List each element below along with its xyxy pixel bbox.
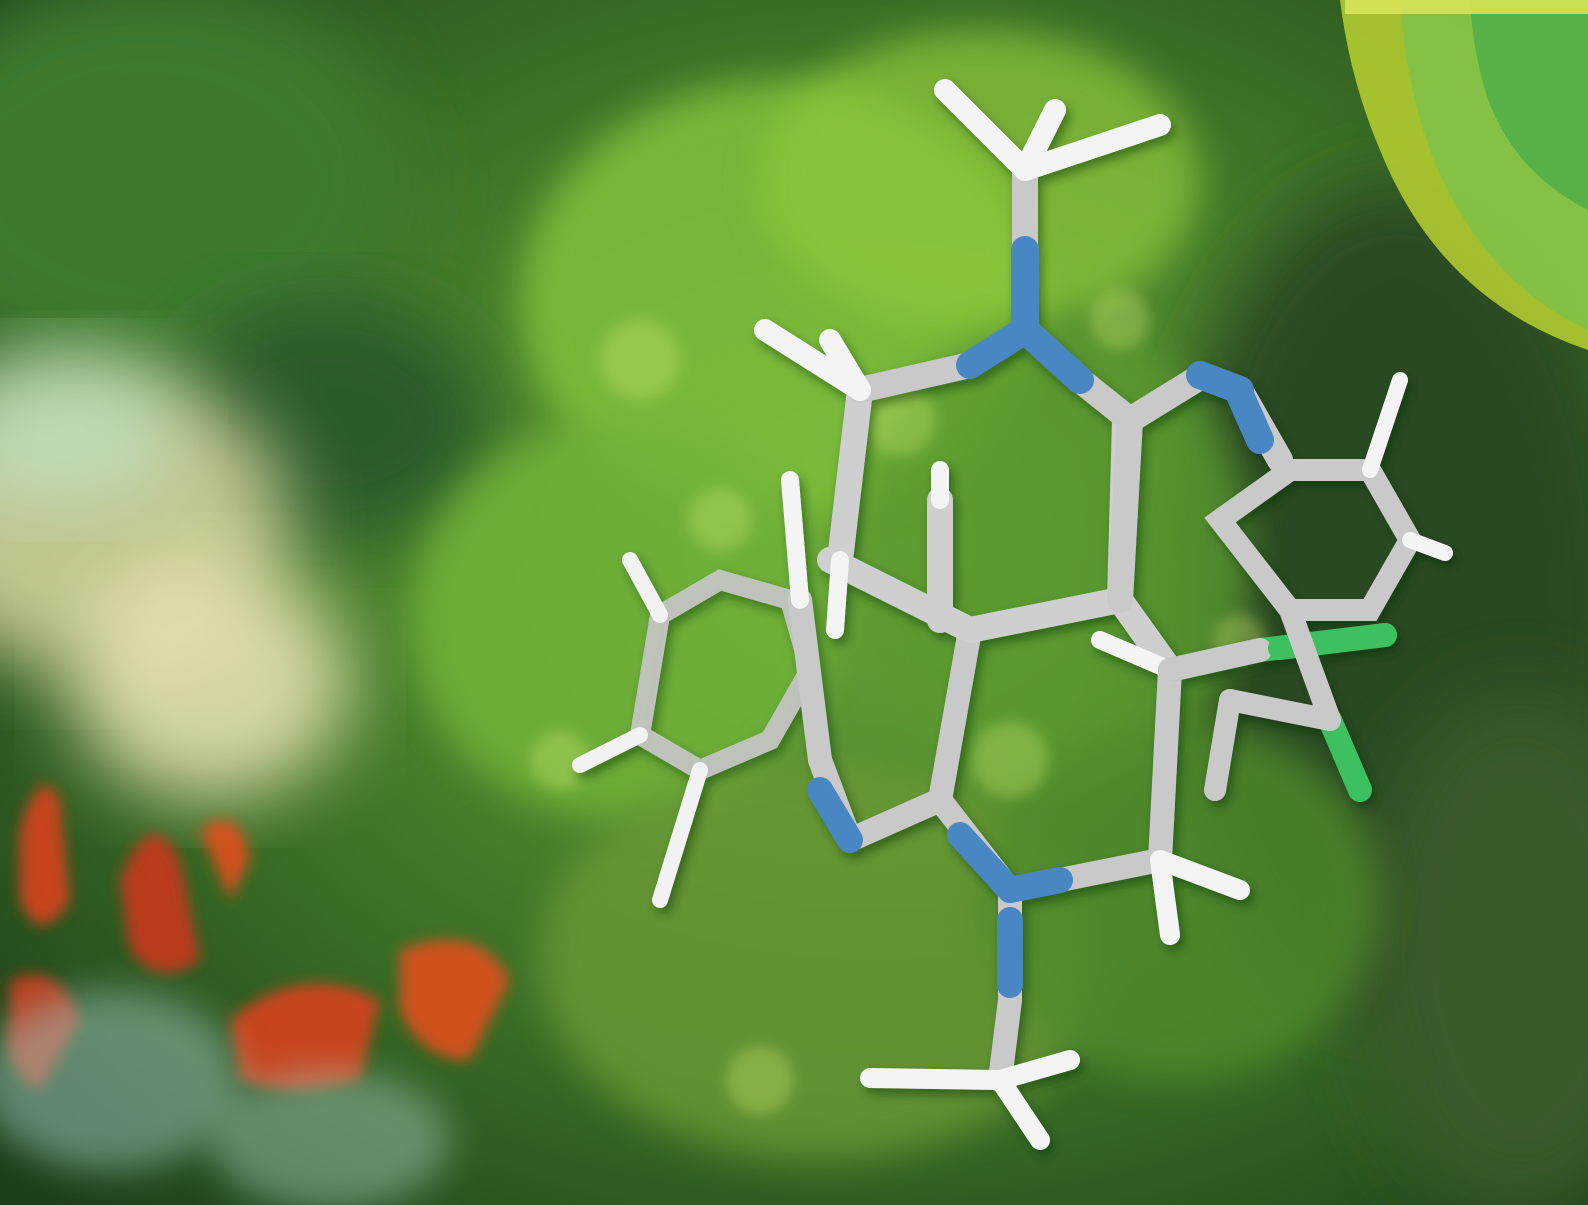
molecule-model: [572, 79, 1453, 1150]
corner-accent-logo: [1340, 0, 1588, 350]
